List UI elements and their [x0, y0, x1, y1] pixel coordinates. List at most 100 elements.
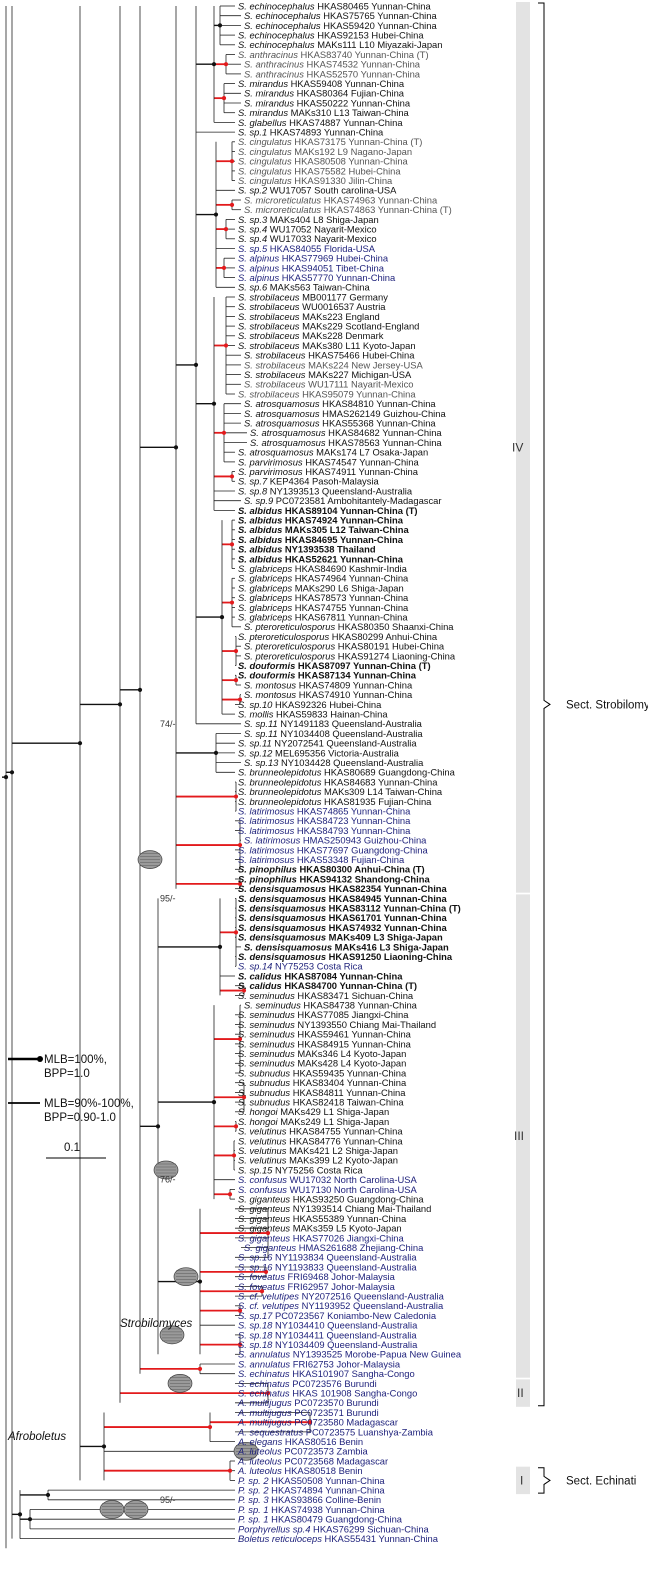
group-label-iii: III — [514, 1129, 524, 1143]
tip-voucher: MAKs309 L14 Taiwan-China — [321, 786, 443, 797]
tip-voucher: MAKs192 L9 Nagano-Japan — [292, 146, 412, 157]
tip-species: S. microreticulatus — [244, 204, 321, 215]
tip-label: S. parvirimosus HKAS74547 Yunnan-China — [238, 456, 419, 467]
tip-label: S. pinophilus HKAS94132 Shandong-China — [238, 873, 430, 884]
tip-species: S. latirimosus — [238, 815, 295, 826]
clade-node — [223, 227, 229, 232]
tip-species: S. echinatus — [238, 1368, 290, 1379]
tip-species: S. mollis — [238, 709, 274, 720]
tip-species: S. echinatus — [238, 1388, 290, 1399]
tip-label: S. seminudus HKAS83471 Sichuan-China — [238, 990, 414, 1001]
tip-species: S. latirimosus — [238, 806, 295, 817]
tip-species: S. brunneolepidotus — [238, 776, 322, 787]
tip-label: S. sp.11 NY1491183 Queensland-Australia — [244, 718, 423, 729]
tip-voucher: HKAS84755 Yunnan-China — [286, 1126, 403, 1137]
tip-voucher: HKAS87134 Yunnan-China — [295, 670, 416, 681]
tip-voucher: MAKs224 New Jersey-USA — [306, 359, 424, 370]
tip-species: S. sp.11 — [244, 728, 278, 739]
tip-label: S. anthracinus HKAS52570 Yunnan-China — [244, 68, 421, 79]
tip-voucher: MAKs223 England — [300, 311, 380, 322]
tip-species: S. giganteus — [238, 1203, 290, 1214]
clade-node — [237, 697, 243, 702]
tip-species: S. pteroreticulosporus — [238, 631, 330, 642]
tip-voucher: MAKs227 Michigan-USA — [306, 369, 413, 380]
tip-label: A. luteolus PC0723573 Zambia — [237, 1446, 369, 1457]
clade-node — [241, 988, 247, 993]
clade-node — [265, 1230, 271, 1236]
tip-label: S. subnudus HKAS59435 Yunnan-China — [238, 1067, 407, 1078]
tip-label: S. montosus HKAS74910 Yunnan-China — [244, 689, 413, 700]
tip-species: S. anthracinus — [244, 68, 304, 79]
tip-voucher: HKAS67811 Yunnan-China — [292, 612, 408, 623]
tip-species: S. subnudus — [238, 1077, 290, 1088]
tip-voucher: HKAS80479 Guangdong-China — [269, 1514, 403, 1525]
tip-voucher: HKAS91330 Jilin-China — [292, 175, 393, 186]
tip-voucher: HKAS84810 Yunnan-China — [320, 398, 437, 409]
tip-voucher: HKAS83112 Yunnan-China (T) — [326, 903, 461, 914]
tip-label: S. seminudus HKAS84915 Yunnan-China — [238, 1038, 412, 1049]
tip-label: S. sp.11 NY1034408 Queensland-Australia — [244, 728, 423, 739]
tip-voucher: NY2072541 Queensland-Australia — [272, 738, 418, 749]
tip-label: S. mirandus HKAS59408 Yunnan-China — [238, 78, 405, 89]
clade-node — [223, 343, 229, 348]
support-value: 76/- — [160, 1175, 176, 1185]
tip-species: S. strobilaceus — [244, 379, 306, 390]
tip-label: S. sp.18 NY1034409 Queensland-Australia — [238, 1339, 418, 1350]
tip-label: S. cingulatus HKAS73175 Yunnan-China (T) — [238, 136, 422, 147]
tip-species: S. strobilaceus — [238, 301, 300, 312]
tip-label: S. pteroreticulosporus HKAS80299 Anhui-C… — [238, 631, 438, 642]
clade-node — [193, 362, 199, 367]
tip-label: S. sp.15 NY75256 Costa Rica — [238, 1164, 363, 1175]
tip-label: S. strobilaceus MAKs227 Michigan-USA — [244, 369, 412, 380]
tip-voucher: WU0016537 Austria — [300, 301, 387, 312]
tip-voucher: MAKs111 L10 Miyazaki-Japan — [315, 39, 443, 50]
tip-label: S. subnudus HKAS83404 Yunnan-China — [238, 1077, 407, 1088]
tip-voucher: HKAS84682 Yunnan-China — [326, 427, 443, 438]
spore-image — [233, 1441, 259, 1461]
tip-voucher: HKAS81935 Fujian-China — [321, 796, 432, 807]
clade-node — [259, 1289, 265, 1294]
tip-label: S. mirandus MAKs310 L13 Taiwan-China — [238, 107, 410, 118]
tip-label: S. velutinus HKAS84776 Yunnan-China — [238, 1135, 403, 1146]
tip-species: S. seminudus — [238, 1019, 295, 1030]
tip-label: S. cingulatus MAKs192 L9 Nagano-Japan — [238, 146, 412, 157]
tip-label: S. densisquamosus HKAS83112 Yunnan-China… — [238, 903, 461, 914]
tip-labels: S. echinocephalus HKAS80465 Yunnan-China… — [237, 0, 462, 1544]
clade-node — [213, 750, 219, 756]
tip-voucher: HKAS74963 Yunnan-China — [321, 194, 438, 205]
tip-species: S. subnudus — [238, 1087, 290, 1098]
tip-voucher: HKAS84723 Yunnan-China — [294, 815, 411, 826]
tip-voucher: HKAS91250 Liaoning-China — [326, 951, 453, 962]
tip-species: S. albidus — [238, 544, 282, 555]
clade-node — [197, 1366, 203, 1371]
tip-species: A. elegans — [237, 1436, 283, 1447]
tip-voucher: HKAS94132 Shandong-China — [297, 873, 431, 884]
section-bracket-strobilomyces: Sect. Strobilomyces — [538, 2, 648, 1407]
tip-voucher: NY1034428 Queensland-Australia — [278, 757, 424, 768]
tip-species: S. giganteus — [238, 1213, 290, 1224]
tip-label: S. seminudus HKAS84738 Yunnan-China — [244, 1000, 418, 1011]
tip-voucher: PC0723575 Luanshya-Zambia — [303, 1426, 434, 1437]
tip-label: S. sp.6 MAKs563 Taiwan-China — [238, 282, 370, 293]
tip-voucher: HKAS74532 Yunnan-China — [304, 59, 421, 70]
tree-branches — [2, 5, 313, 1549]
tip-voucher: HKAS55368 Yunnan-China — [320, 418, 437, 429]
tip-label: S. douformis HKAS87134 Yunnan-China — [238, 670, 417, 681]
tip-label: S. sp.16 NY1193833 Queensland-Australia — [238, 1261, 417, 1272]
tip-species: S. strobilaceus — [238, 388, 300, 399]
tip-species: P. sp. 1 — [238, 1514, 269, 1525]
tip-voucher: HKAS91274 Liaoning-China — [335, 650, 456, 661]
clade-node — [233, 678, 239, 683]
tip-voucher: HKAS59408 Yunnan-China — [288, 78, 405, 89]
section-bracket-echinati: Sect. Echinati — [538, 1467, 636, 1494]
tip-label: S. sp.2 WU17057 South carolina-USA — [238, 185, 397, 196]
tip-species: S. echinocephalus — [244, 20, 321, 31]
tip-species: S. albidus — [238, 505, 282, 516]
tip-label: S. densisquamosus MAKs416 L3 Shiga-Japan — [244, 941, 449, 952]
clade-node — [77, 741, 83, 746]
tip-species: S. pinophilus — [238, 864, 297, 875]
group-bars: IV III II I — [512, 2, 530, 1495]
tip-label: S. latirimosus HMAS250943 Guizhou-China — [244, 835, 427, 846]
tip-species: S. sp.14 — [238, 961, 272, 972]
clade-node — [137, 687, 143, 692]
